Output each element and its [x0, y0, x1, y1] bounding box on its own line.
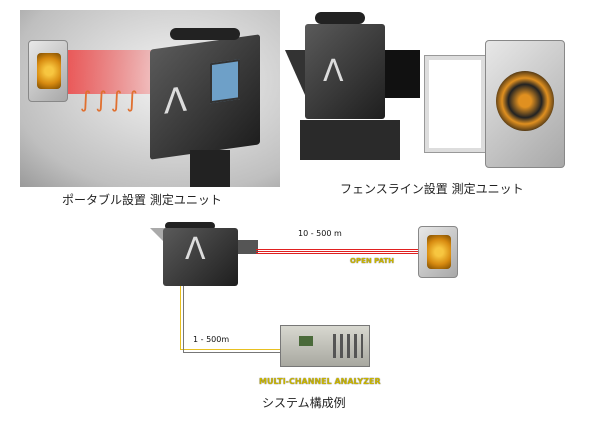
- measurement-unit: Λ: [305, 24, 385, 119]
- measurement-unit: Λ: [150, 34, 260, 160]
- heat-wave-icon: ∫∫∫∫: [80, 88, 142, 113]
- cable-distance: 1 - 500m: [193, 335, 230, 344]
- diagram-retroreflector: [418, 226, 458, 278]
- beam-line: [256, 253, 426, 254]
- open-path-distance: 10 - 500 m: [298, 229, 342, 238]
- cable-gray: [183, 286, 280, 353]
- reflector-array-icon: [37, 53, 61, 89]
- multi-channel-analyzer: [280, 325, 370, 367]
- scope-icon: [165, 222, 215, 230]
- scope-icon: [315, 12, 365, 24]
- reflector-array-icon: [496, 71, 554, 131]
- scope-icon: [170, 28, 240, 40]
- beam-line: [256, 249, 426, 250]
- logo-icon: Λ: [185, 232, 206, 267]
- analyzer-display: [299, 336, 313, 346]
- tripod-icon: [190, 150, 230, 187]
- portable-unit-photo: ∫∫∫∫ Λ: [20, 10, 280, 187]
- fenceline-unit-photo: Λ: [285, 10, 585, 180]
- analyzer-buttons: [333, 334, 363, 358]
- analyzer-label: MULTI-CHANNEL ANALYZER: [259, 377, 381, 386]
- enclosure-door: [425, 56, 485, 152]
- cable-yellow: [180, 286, 280, 350]
- beam-line: [256, 251, 426, 252]
- mount-base: [300, 120, 400, 160]
- open-path-label: OPEN PATH: [350, 257, 395, 265]
- lens-tube: [238, 240, 258, 254]
- display-screen: [210, 59, 240, 104]
- hood: [285, 50, 305, 95]
- front-hood: [385, 50, 420, 98]
- system-caption: システム構成例: [262, 396, 346, 410]
- fenceline-caption: フェンスライン設置 測定ユニット: [340, 182, 524, 196]
- logo-icon: Λ: [164, 79, 188, 123]
- retroreflector-enclosure: [28, 40, 68, 102]
- retroreflector-enclosure: [485, 40, 565, 168]
- diagram-measurement-unit: Λ: [163, 228, 238, 286]
- portable-caption: ポータブル設置 測定ユニット: [62, 193, 222, 207]
- logo-icon: Λ: [323, 54, 344, 89]
- reflector-array-icon: [427, 235, 451, 269]
